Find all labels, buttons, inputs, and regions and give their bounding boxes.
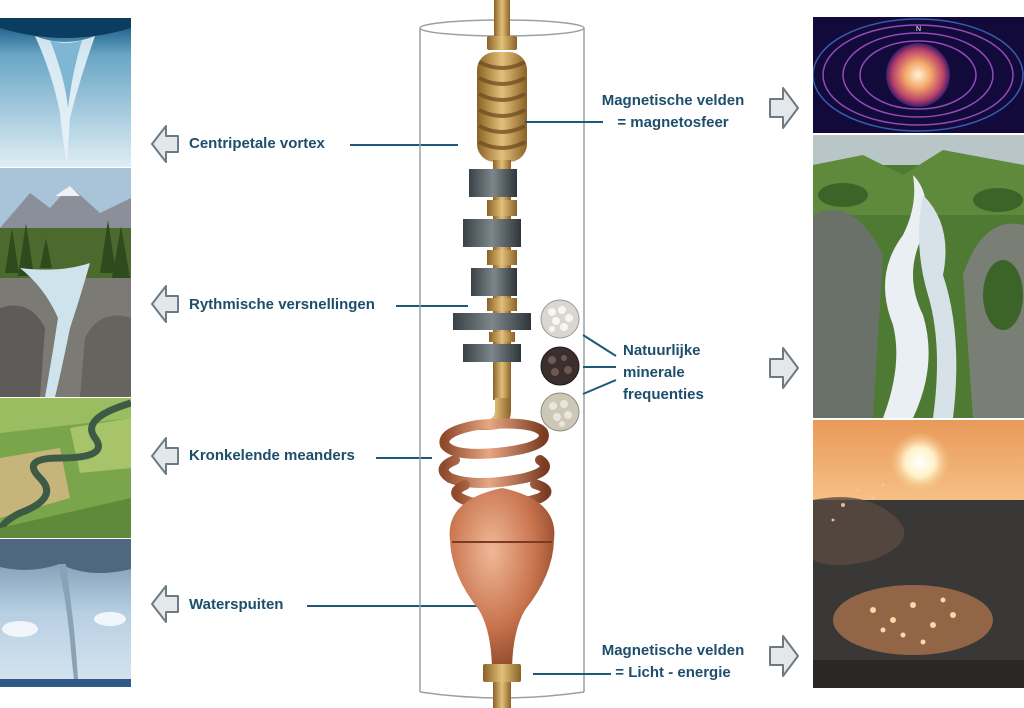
mineral-leader-lines xyxy=(582,334,617,395)
leader-line xyxy=(533,673,611,675)
label-licht-energie: Magnetische velden = Licht - energie xyxy=(593,640,753,684)
arrow-left-icon xyxy=(150,124,180,164)
leader-line xyxy=(376,457,432,459)
label-line-2: = Licht - energie xyxy=(615,664,731,681)
magnetosphere-photo: N xyxy=(813,17,1024,133)
leader-line xyxy=(525,121,603,123)
label-line-1: Magnetische velden xyxy=(601,642,745,659)
label-centripetale-vortex: Centripetale vortex xyxy=(189,135,325,152)
label-natuurlijke-minerale-frequenties: Natuurlijke minerale frequenties xyxy=(623,340,704,406)
vortex-device-illustration xyxy=(415,0,590,708)
waterfall-photo xyxy=(813,135,1024,418)
label-line-2: = magnetosfeer xyxy=(617,114,729,131)
label-kronkelende-meanders: Kronkelende meanders xyxy=(189,447,355,464)
label-magnetosfeer: Magnetische velden = magnetosfeer xyxy=(593,90,753,134)
label-line-2: minerale xyxy=(623,364,685,381)
leader-line xyxy=(396,305,468,307)
white-mineral-stones xyxy=(540,299,580,339)
water-vortex-photo xyxy=(0,18,131,167)
arrow-left-icon xyxy=(150,436,180,476)
arrow-left-icon xyxy=(150,584,180,624)
label-rythmische-versnellingen: Rythmische versnellingen xyxy=(189,296,375,313)
light-mineral-stones xyxy=(540,392,580,432)
mountain-river-photo xyxy=(0,168,131,397)
waterspout-photo xyxy=(0,539,131,687)
label-line-1: Natuurlijke xyxy=(623,342,701,359)
label-line-3: frequenties xyxy=(623,386,704,403)
label-line-1: Magnetische velden xyxy=(601,92,745,109)
arrow-right-icon xyxy=(768,346,800,390)
sunset-sea-photo xyxy=(813,420,1024,688)
arrow-right-icon xyxy=(768,634,800,678)
leader-line xyxy=(350,144,458,146)
svg-text:N: N xyxy=(916,26,921,33)
label-waterspuiten: Waterspuiten xyxy=(189,596,284,613)
dark-mineral-stones xyxy=(540,346,580,386)
meandering-river-photo xyxy=(0,398,131,538)
arrow-left-icon xyxy=(150,284,180,324)
leader-line xyxy=(307,605,490,607)
arrow-right-icon xyxy=(768,86,800,130)
